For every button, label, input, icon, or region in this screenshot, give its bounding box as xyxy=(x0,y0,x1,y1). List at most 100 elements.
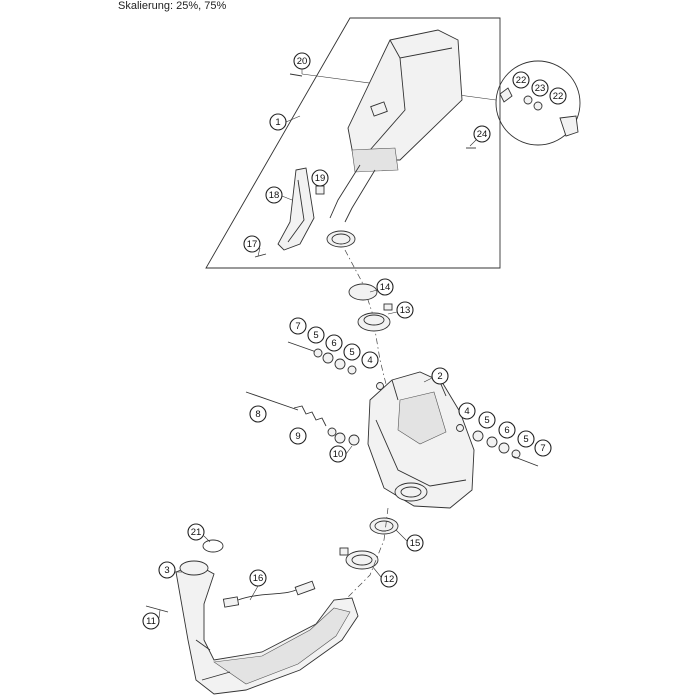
callout-number: 20 xyxy=(297,56,308,67)
callout-18: 18 xyxy=(265,186,283,204)
mount-stack-center xyxy=(245,391,360,446)
callout-number: 17 xyxy=(247,239,258,250)
callout-bubble xyxy=(473,125,491,143)
callout-number: 6 xyxy=(504,425,509,436)
callout-number: 5 xyxy=(313,330,318,341)
callout-10: 10 xyxy=(329,445,347,463)
mount-stack-left xyxy=(287,341,384,390)
callout-number: 16 xyxy=(253,573,264,584)
callout-bubble xyxy=(269,113,287,131)
callout-number: 23 xyxy=(535,83,546,94)
callout-number: 15 xyxy=(410,538,421,549)
callout-16: 16 xyxy=(249,569,267,587)
callout-bubble xyxy=(307,326,325,344)
callout-23: 23 xyxy=(531,79,549,97)
callout-bubble xyxy=(431,367,449,385)
callout-13: 13 xyxy=(396,301,414,319)
callout-2: 2 xyxy=(431,367,449,385)
callout-number: 9 xyxy=(295,431,300,442)
callout-22: 22 xyxy=(549,87,567,105)
callout-6: 6 xyxy=(498,421,516,439)
callout-bubble xyxy=(343,343,361,361)
callout-bubble xyxy=(142,612,160,630)
callout-bubble xyxy=(517,430,535,448)
screw-11 xyxy=(145,605,169,613)
callout-bubble xyxy=(311,169,329,187)
callout-4: 4 xyxy=(458,402,476,420)
muffler-silencer xyxy=(329,29,463,223)
screw-17 xyxy=(254,253,267,258)
leader-lines xyxy=(158,115,477,619)
header-pipe xyxy=(175,560,359,695)
callout-number: 4 xyxy=(464,406,469,417)
callout-bubble xyxy=(380,570,398,588)
detail-washers xyxy=(499,87,579,137)
callout-bubble xyxy=(531,79,549,97)
callout-number: 8 xyxy=(255,409,260,420)
o-ring-21 xyxy=(202,539,224,553)
muffler-bracket xyxy=(277,167,315,251)
callout-number: 7 xyxy=(295,321,300,332)
callout-bubble xyxy=(512,71,530,89)
callout-bubble xyxy=(325,334,343,352)
callout-8: 8 xyxy=(249,405,267,423)
callout-5: 5 xyxy=(478,411,496,429)
callout-21: 21 xyxy=(187,523,205,541)
pre-muffler xyxy=(367,371,475,509)
clamp-12 xyxy=(339,547,379,570)
callout-number: 14 xyxy=(380,282,391,293)
callout-number: 3 xyxy=(164,565,169,576)
callout-bubble xyxy=(498,421,516,439)
callout-3: 3 xyxy=(158,561,176,579)
callout-bubble xyxy=(376,278,394,296)
callout-number: 19 xyxy=(315,173,326,184)
callout-number: 12 xyxy=(384,574,395,585)
callout-9: 9 xyxy=(289,427,307,445)
callout-number: 22 xyxy=(553,91,564,102)
callout-bubble xyxy=(478,411,496,429)
callout-bubble xyxy=(406,534,424,552)
callout-bubble xyxy=(249,569,267,587)
lambda-sensor xyxy=(222,580,316,608)
callout-bubble xyxy=(265,186,283,204)
callout-number: 4 xyxy=(367,355,372,366)
callout-11: 11 xyxy=(142,612,160,630)
callout-number: 2 xyxy=(437,371,442,382)
callout-6: 6 xyxy=(325,334,343,352)
callout-number: 1 xyxy=(275,117,280,128)
callout-number: 5 xyxy=(349,347,354,358)
callout-bubble xyxy=(396,301,414,319)
callout-number: 6 xyxy=(331,338,336,349)
callout-number: 18 xyxy=(269,190,280,201)
callout-bubble xyxy=(293,52,311,70)
callout-22: 22 xyxy=(512,71,530,89)
callout-number: 5 xyxy=(484,415,489,426)
callout-number: 11 xyxy=(146,616,156,627)
callout-bubble xyxy=(289,317,307,335)
callout-1: 1 xyxy=(269,113,287,131)
rubber-grommet xyxy=(315,185,325,195)
callout-bubble xyxy=(458,402,476,420)
callout-bubble xyxy=(158,561,176,579)
callout-20: 20 xyxy=(293,52,311,70)
muffler-outlet-clamp xyxy=(326,230,356,248)
callout-bubble xyxy=(534,439,552,457)
callout-bubble xyxy=(549,87,567,105)
callout-5: 5 xyxy=(343,343,361,361)
callout-bubble xyxy=(243,235,261,253)
callout-14: 14 xyxy=(376,278,394,296)
gasket-15 xyxy=(369,517,399,535)
callout-12: 12 xyxy=(380,570,398,588)
callout-number: 13 xyxy=(400,305,411,316)
callout-7: 7 xyxy=(534,439,552,457)
scale-label: Skalierung: 25%, 75% xyxy=(118,0,227,12)
center-line xyxy=(344,249,389,393)
callout-5: 5 xyxy=(307,326,325,344)
callout-number: 10 xyxy=(333,449,344,460)
callout-bubble xyxy=(329,445,347,463)
assembly-frame-muffler xyxy=(205,17,501,269)
callout-5: 5 xyxy=(517,430,535,448)
callout-bubble xyxy=(361,351,379,369)
callout-number: 21 xyxy=(191,527,202,538)
